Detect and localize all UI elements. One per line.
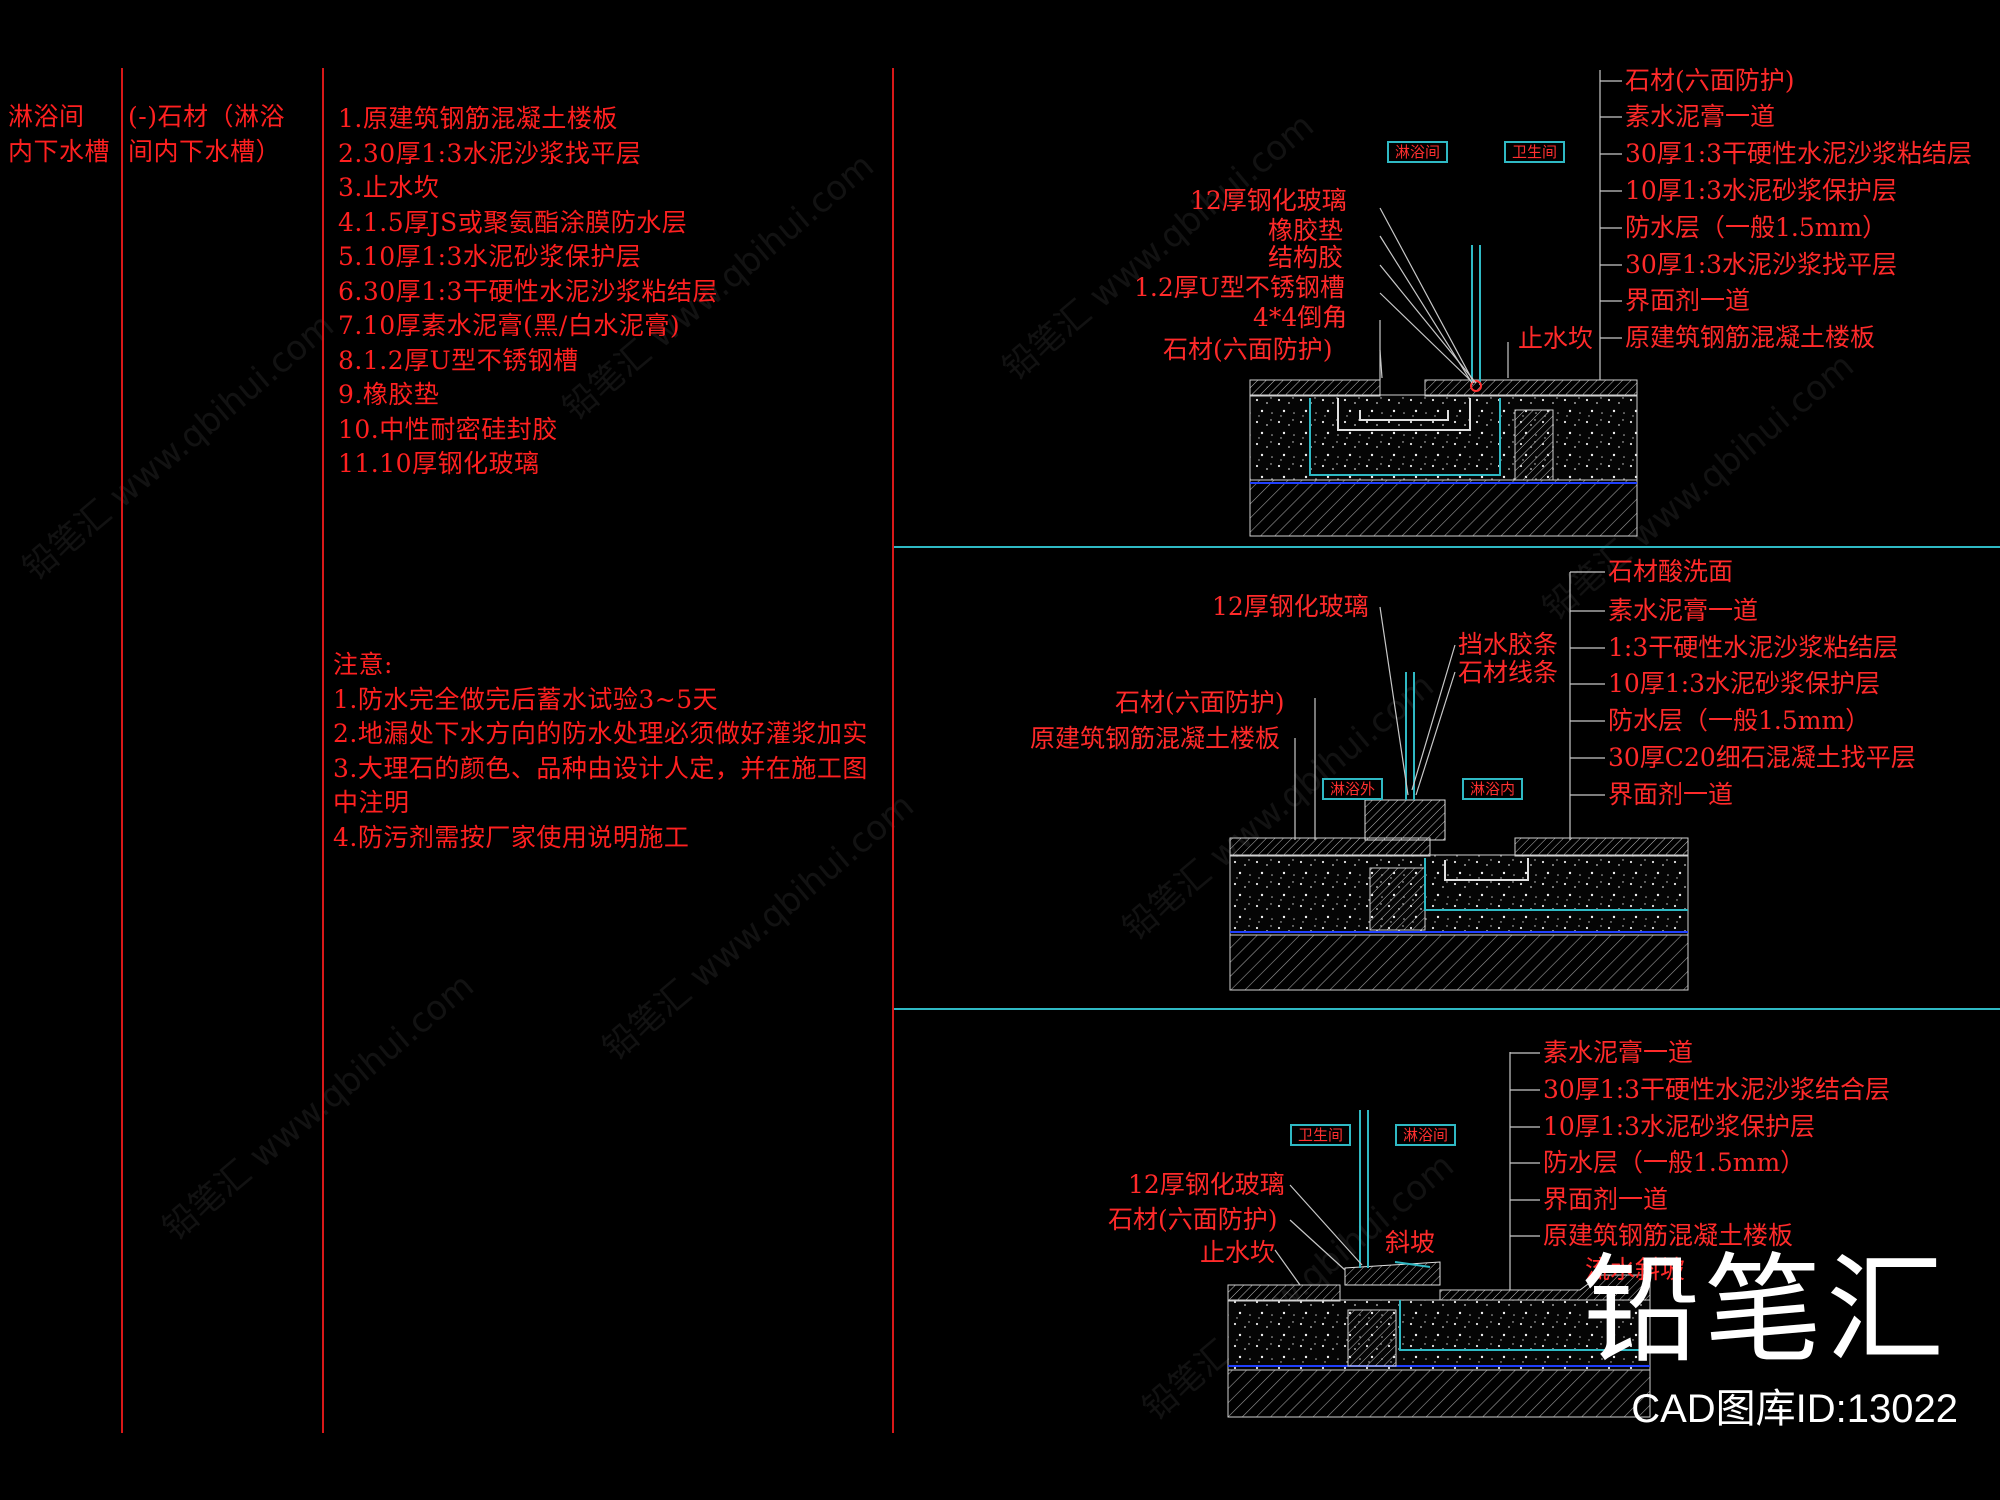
detail-separator [894,1008,2000,1010]
detail3-layer: 30厚1:3干硬性水泥沙浆结合层 [1543,1075,1891,1104]
detail3-layer: 素水泥膏一道 [1543,1038,1694,1067]
col2-line: 间内下水槽） [128,136,282,166]
list-item: 3.止水坎 [338,173,440,202]
detail1-tag-bathroom: 卫生间 [1504,141,1566,163]
list-item: 9.橡胶垫 [338,380,440,409]
list-item: 8.1.2厚U型不锈钢槽 [338,345,579,375]
detail1-layer: 30厚1:3干硬性水泥沙浆粘结层 [1625,139,1973,168]
col1-line: 内下水槽 [8,136,111,166]
col2-line: (-)石材（淋浴 [128,102,285,131]
detail1-layer: 防水层（一般1.5mm） [1625,213,1888,242]
list-item: 3.大理石的颜色、品种由设计人定，并在施工图 [333,753,868,783]
brand-id: CAD图库ID:13022 [1631,1387,1958,1431]
list-item: 11.10厚钢化玻璃 [338,449,540,478]
detail3-layer: 界面剂一道 [1543,1185,1669,1214]
col1-title: 淋浴间 内下水槽 [8,100,110,169]
detail2-mid-label: 挡水胶条 [1458,630,1559,659]
detail1-drawing [1249,70,1638,537]
detail2-layer: 30厚C20细石混凝土找平层 [1608,743,1916,772]
detail3-label: 石材(六面防护) [1108,1205,1278,1234]
detail1-layer: 素水泥膏一道 [1625,102,1776,131]
detail2-mid-label: 石材线条 [1458,658,1559,687]
detail2-layer: 石材酸洗面 [1608,557,1734,586]
column-divider [121,68,123,1433]
detail2-layer: 防水层（一般1.5mm） [1608,706,1871,735]
brand-logo: 铅笔汇 [1581,1241,1948,1379]
notes: 注意: 1.防水完全做完后蓄水试验3~5天 2.地漏处下水方向的防水处理必须做好… [333,648,868,855]
list-item: 4.防污剂需按厂家使用说明施工 [333,822,690,852]
detail2-layer: 界面剂一道 [1608,780,1734,809]
detail1-layer: 30厚1:3水泥沙浆找平层 [1625,250,1898,279]
detail1-label: 结构胶 [1268,243,1344,272]
detail2-label: 原建筑钢筋混凝土楼板 [1030,724,1281,753]
detail1-label: 橡胶垫 [1268,216,1344,245]
list-item: 4.1.5厚JS或聚氨酯涂膜防水层 [338,207,688,237]
list-item: 1.原建筑钢筋混凝土楼板 [338,104,618,133]
detail3-label: 12厚钢化玻璃 [1128,1170,1285,1199]
detail1-layer: 界面剂一道 [1625,286,1751,315]
detail2-label: 12厚钢化玻璃 [1212,592,1369,621]
notes-title: 注意: [333,650,393,679]
detail3-drawing [1227,1052,1651,1418]
list-item: 1.防水完全做完后蓄水试验3~5天 [333,684,719,714]
list-item: 5.10厚1:3水泥砂浆保护层 [338,242,642,271]
detail1-label: 石材(六面防护) [1163,335,1333,364]
detail3-tag-bathroom: 卫生间 [1290,1124,1352,1146]
detail2-tag-outside: 淋浴外 [1322,778,1384,800]
column-divider [892,68,894,1433]
detail2-drawing [1229,572,1689,991]
list-item: 2.30厚1:3水泥沙浆找平层 [338,138,642,168]
detail3-mid-label: 流水斜坡 [1585,1255,1686,1284]
list-item: 6.30厚1:3干硬性水泥沙浆粘结层 [338,276,718,306]
detail3-layer: 原建筑钢筋混凝土楼板 [1543,1221,1794,1250]
detail2-tag-inside: 淋浴内 [1462,778,1524,800]
detail1-tag-shower: 淋浴间 [1387,141,1449,163]
detail1-label: 4*4倒角 [1253,303,1348,332]
detail1-mid-label: 止水坎 [1518,324,1594,353]
list-item: 2.地漏处下水方向的防水处理必须做好灌浆加实 [333,719,868,748]
list-item: 中注明 [333,788,410,817]
detail1-label: 12厚钢化玻璃 [1190,186,1347,215]
materials-list: 1.原建筑钢筋混凝土楼板 2.30厚1:3水泥沙浆找平层 3.止水坎 4.1.5… [338,102,718,482]
detail3-layer: 防水层（一般1.5mm） [1543,1148,1806,1177]
list-item: 10.中性耐密硅封胶 [338,414,558,444]
detail1-layer: 原建筑钢筋混凝土楼板 [1625,323,1876,352]
detail2-layer: 10厚1:3水泥砂浆保护层 [1608,669,1881,698]
col1-line: 淋浴间 [8,102,85,131]
detail3-layer: 10厚1:3水泥砂浆保护层 [1543,1112,1816,1141]
column-divider [322,68,324,1433]
detail3-label: 止水坎 [1200,1238,1276,1267]
detail1-label: 1.2厚U型不锈钢槽 [1134,273,1345,302]
detail2-layer: 1:3干硬性水泥沙浆粘结层 [1608,633,1899,662]
detail3-tag-shower: 淋浴间 [1395,1124,1457,1146]
detail-separator [894,546,2000,548]
list-item: 7.10厚素水泥膏(黑/白水泥膏) [338,311,681,340]
detail1-layer: 10厚1:3水泥砂浆保护层 [1625,176,1898,205]
detail2-label: 石材(六面防护) [1115,688,1285,717]
detail3-mid-label: 斜坡 [1385,1228,1436,1257]
detail2-layer: 素水泥膏一道 [1608,596,1759,625]
detail1-layer: 石材(六面防护) [1625,66,1795,95]
col2-title: (-)石材（淋浴 间内下水槽） [128,100,285,169]
